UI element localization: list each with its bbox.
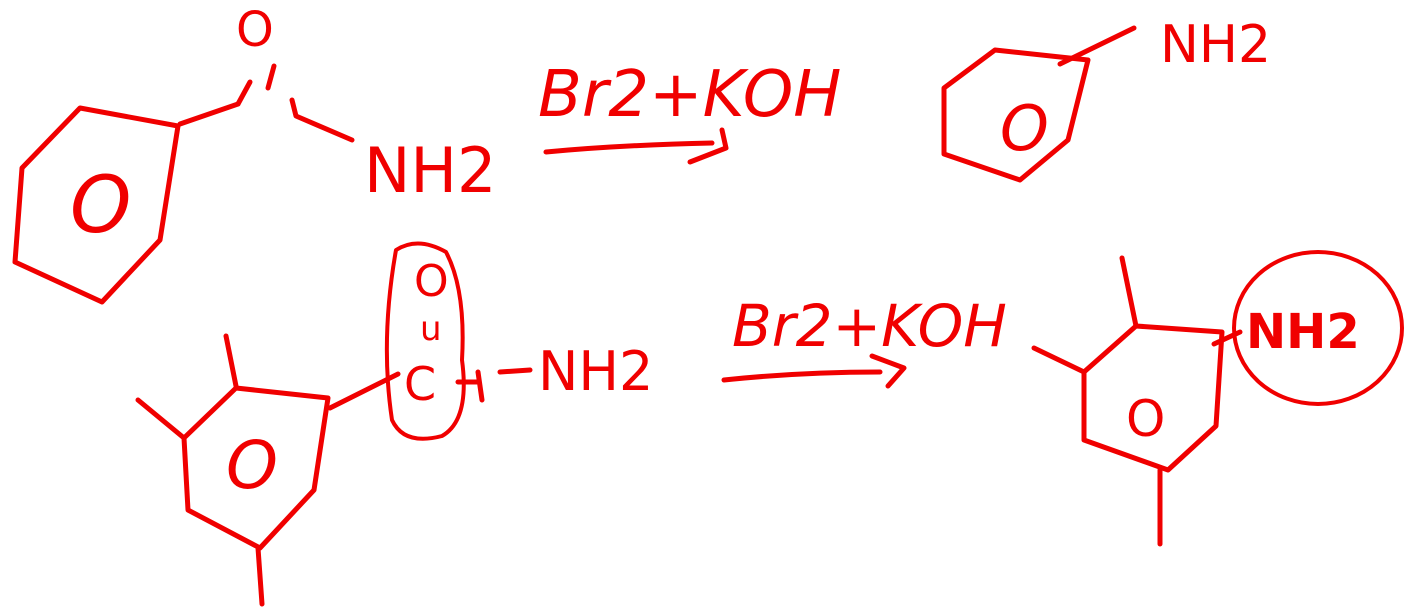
methyl-bottom — [255, 545, 265, 607]
reaction-2: O O u C NH2 Br2+KOH O NH2 — [135, 241, 1404, 607]
arrow-shaft — [721, 369, 883, 383]
reaction-arrow-1: Br2+KOH — [538, 58, 841, 165]
carbonyl-oxygen-label: O — [414, 256, 449, 307]
amine-label: NH2 — [1246, 304, 1360, 360]
benzene-ring — [941, 47, 1091, 183]
arrow-head — [869, 353, 907, 389]
ring-circle-label: O — [1126, 390, 1165, 448]
benzamide-structure: O O NH2 — [12, 2, 496, 305]
amine-label: NH2 — [364, 134, 496, 207]
benzene-ring — [12, 105, 181, 305]
ring-circle-label: O — [226, 427, 278, 504]
reagent-label: Br2+KOH — [732, 292, 1007, 360]
reaction-arrow-2: Br2+KOH — [721, 292, 1007, 389]
arrow-head — [687, 127, 729, 165]
ring-bond-to-amine — [1057, 25, 1137, 67]
amine-label: NH2 — [1160, 15, 1271, 75]
carbonyl-double-bond — [265, 63, 277, 91]
amine-label: NH2 — [538, 340, 653, 403]
methyl-left — [135, 397, 187, 441]
arrow-shaft — [543, 140, 715, 155]
double-bond-mark: u — [420, 309, 442, 349]
reagent-label: Br2+KOH — [538, 58, 841, 132]
dimethylbenzamide-structure: O O u C NH2 — [135, 241, 653, 607]
methyl-top — [1119, 255, 1139, 329]
ring-circle-label: O — [70, 161, 131, 251]
aniline-structure: O NH2 — [941, 15, 1271, 183]
methyl-left — [1031, 345, 1087, 375]
amine-highlight-circle — [1232, 250, 1404, 406]
ring-bond-to-carbonyl — [177, 101, 241, 127]
carbonyl-carbon-stroke — [235, 79, 253, 107]
ring-circle-label: O — [1000, 92, 1049, 165]
reaction-1: O O NH2 Br2+KOH O NH2 — [12, 2, 1271, 305]
amide-bond — [455, 367, 533, 403]
carbonyl-group-circle — [384, 241, 466, 441]
amide-bond — [289, 97, 355, 143]
carbonyl-carbon-label: C — [404, 357, 436, 411]
dimethylaniline-structure: O NH2 — [1031, 250, 1404, 547]
methyl-top — [223, 333, 239, 389]
carbonyl-oxygen-label: O — [236, 2, 274, 58]
